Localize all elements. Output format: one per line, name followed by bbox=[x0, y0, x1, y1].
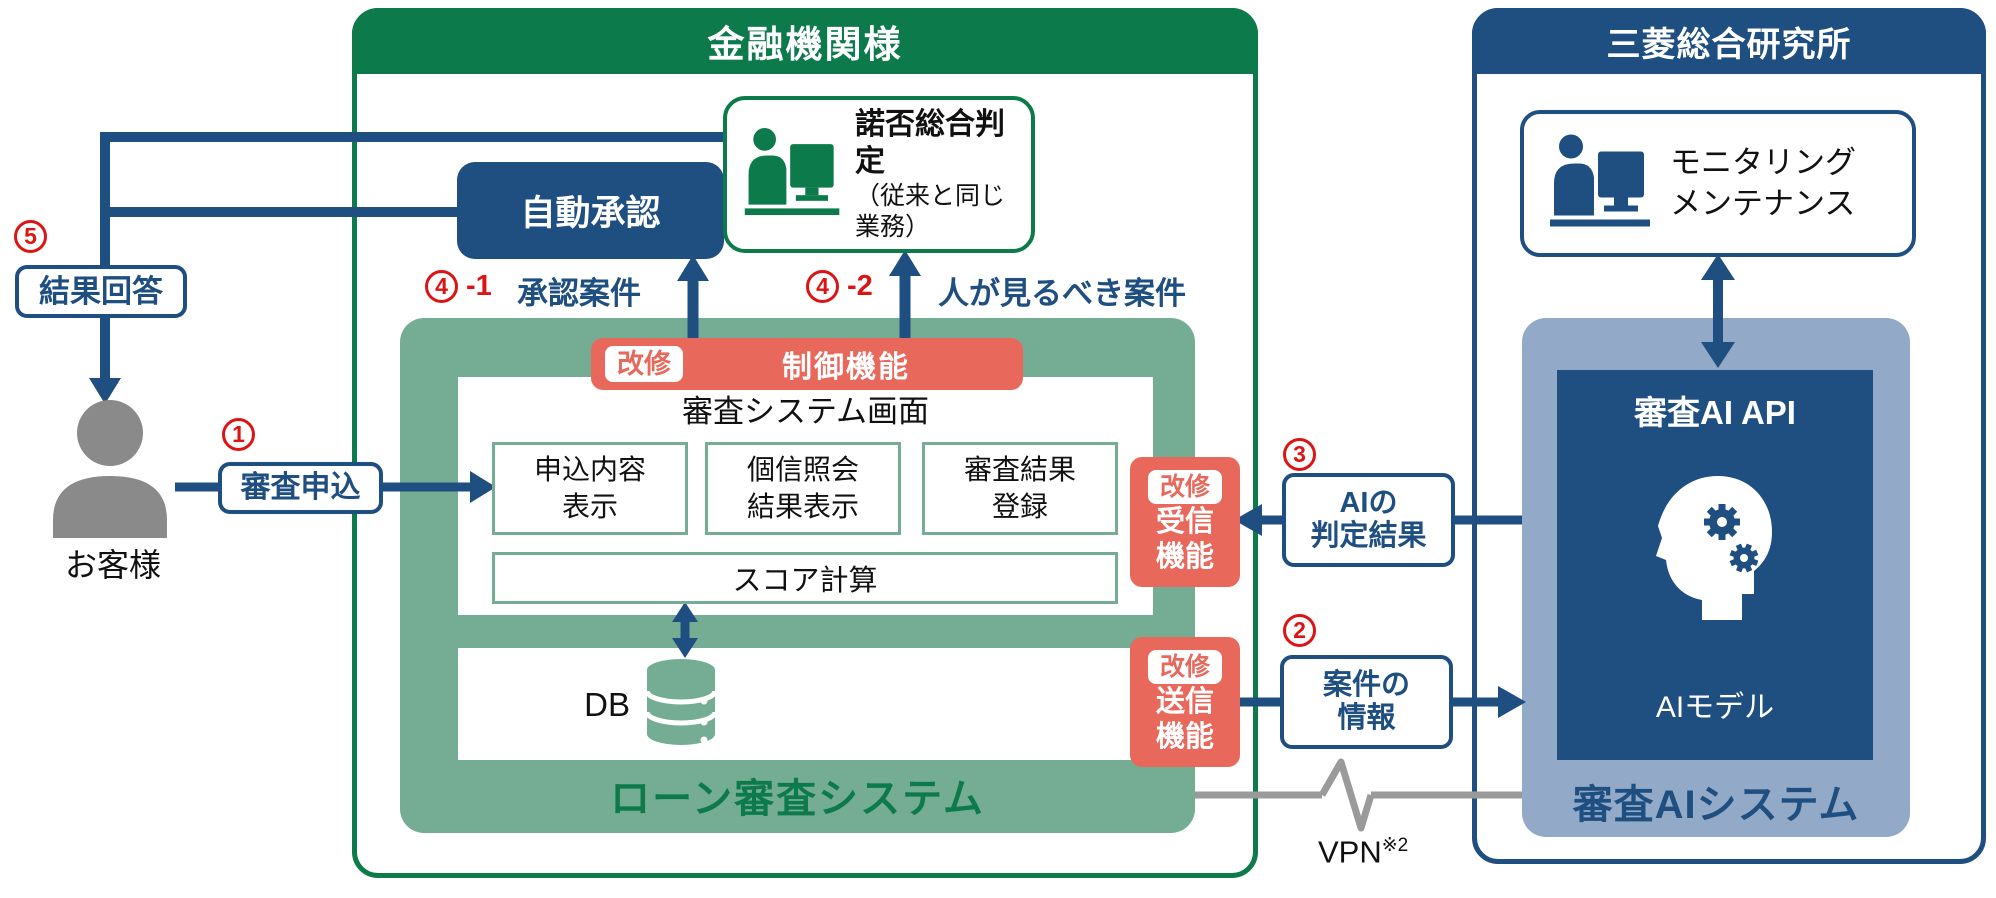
screening-ai-api-title: 審査AI API bbox=[1634, 394, 1796, 431]
customer-label: お客様 bbox=[64, 547, 161, 583]
flow-4-1-number: 4 bbox=[425, 270, 458, 303]
person-icon bbox=[45, 398, 175, 538]
final-judgment-title: 諾否総合判定 bbox=[855, 107, 1005, 179]
send-label-line2: 機能 bbox=[1155, 721, 1214, 753]
db-panel bbox=[458, 648, 1153, 760]
person-at-computer-icon-blue bbox=[1546, 133, 1656, 234]
screening-ai-system-label: 審査AIシステム bbox=[1572, 783, 1860, 827]
flow-4-1-label: 承認案件 bbox=[517, 276, 641, 311]
screen-box-credit-check-display: 個信照会 結果表示 bbox=[705, 442, 901, 535]
flow-4-2-suffix: -2 bbox=[847, 270, 873, 302]
screen-box-3-line2: 登録 bbox=[991, 490, 1048, 522]
screen-box-3-line1: 審査結果 bbox=[963, 454, 1076, 486]
person-at-computer-icon bbox=[741, 126, 845, 223]
final-judgment-subtitle: （従来と同じ業務） bbox=[855, 181, 1006, 241]
ai-head-gears-icon bbox=[1652, 470, 1778, 655]
send-function-box: 改修 送信 機能 bbox=[1130, 637, 1240, 767]
ai-model-label: AIモデル bbox=[1655, 691, 1775, 724]
control-function-label: 制御機能 bbox=[782, 351, 910, 384]
flow-2-number: 2 bbox=[1283, 614, 1316, 647]
monitoring-box: モニタリング メンテナンス bbox=[1520, 110, 1916, 257]
mri-header: 三菱総合研究所 bbox=[1472, 8, 1986, 74]
screen-box-2-line2: 結果表示 bbox=[746, 490, 859, 522]
result-response-tag: 結果回答 bbox=[15, 265, 187, 318]
loan-screening-system-label: ローン審査システム bbox=[610, 777, 985, 821]
case-info-line1: 案件の bbox=[1322, 668, 1410, 701]
vpn-text: VPN bbox=[1318, 834, 1382, 870]
screen-box-2-line1: 個信照会 bbox=[746, 454, 859, 486]
kaishu-badge-send: 改修 bbox=[1147, 649, 1222, 684]
send-label-line1: 送信 bbox=[1155, 685, 1214, 718]
kaishu-badge-receive: 改修 bbox=[1147, 469, 1222, 504]
receive-label-line1: 受信 bbox=[1155, 505, 1214, 538]
flow-1-number: 1 bbox=[222, 418, 255, 451]
screen-box-1-line2: 表示 bbox=[561, 490, 618, 522]
flow-3-number: 3 bbox=[1283, 438, 1316, 471]
financial-institution-header: 金融機関様 bbox=[352, 8, 1258, 74]
case-info-tag: 案件の 情報 bbox=[1280, 655, 1453, 749]
vpn-note: ※2 bbox=[1381, 835, 1409, 856]
screening-screen-title: 審査システム画面 bbox=[681, 394, 930, 429]
flow-4-2-label: 人が見るべき案件 bbox=[938, 276, 1186, 311]
receive-function-box: 改修 受信 機能 bbox=[1130, 457, 1240, 587]
auto-approval-box: 自動承認 bbox=[457, 162, 724, 259]
flow-4-2-number: 4 bbox=[806, 270, 839, 303]
mri-title: 三菱総合研究所 bbox=[1606, 25, 1852, 64]
flow-5-number: 5 bbox=[14, 220, 47, 253]
ai-result-line1: AIの bbox=[1339, 486, 1398, 519]
screen-box-result-registration: 審査結果 登録 bbox=[922, 442, 1118, 535]
screening-application-tag: 審査申込 bbox=[218, 462, 383, 514]
control-function-box: 改修 制御機能 bbox=[591, 338, 1023, 390]
screen-box-1-line1: 申込内容 bbox=[533, 454, 646, 486]
monitoring-label-line1: モニタリング bbox=[1670, 145, 1856, 181]
score-calculation-box: スコア計算 bbox=[492, 552, 1118, 604]
db-label: DB bbox=[584, 686, 630, 723]
ai-result-tag: AIの 判定結果 bbox=[1282, 473, 1455, 567]
receive-label-line2: 機能 bbox=[1155, 541, 1214, 573]
screen-box-application-display: 申込内容 表示 bbox=[492, 442, 688, 535]
flow-4-1-suffix: -1 bbox=[466, 270, 492, 302]
kaishu-badge-control: 改修 bbox=[605, 345, 683, 383]
vpn-label: VPN※2 bbox=[1318, 834, 1408, 870]
financial-institution-title: 金融機関様 bbox=[707, 24, 903, 65]
ai-result-line2: 判定結果 bbox=[1310, 520, 1427, 552]
database-icon bbox=[642, 658, 720, 750]
case-info-line2: 情報 bbox=[1337, 702, 1396, 734]
monitoring-label-line2: メンテナンス bbox=[1670, 185, 1856, 221]
final-judgment-box: 諾否総合判定 （従来と同じ業務） bbox=[723, 96, 1035, 253]
